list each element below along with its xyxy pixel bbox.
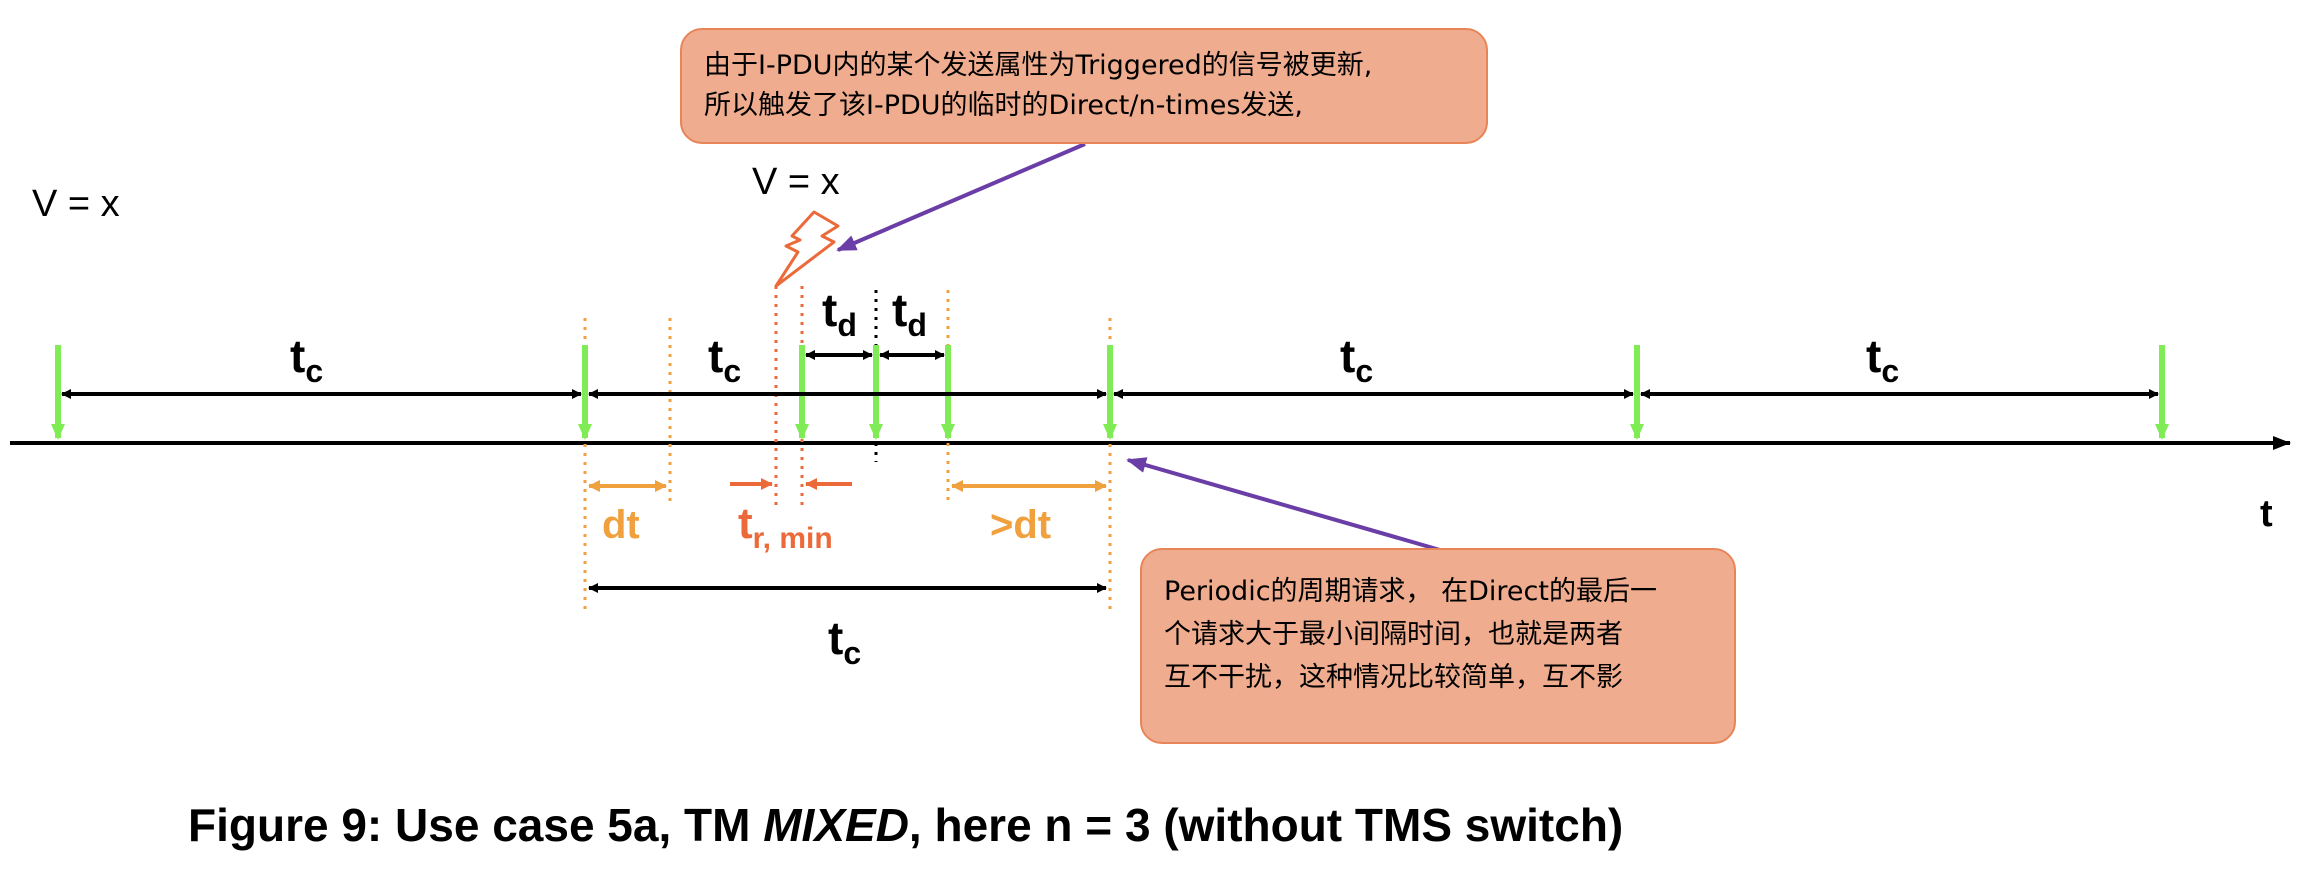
callout-line: 所以触发了该I-PDU的临时的Direct/n-times发送, <box>704 90 1303 121</box>
tc-label: tc <box>708 330 741 389</box>
trigger-explanation-callout: 由于I-PDU内的某个发送属性为Triggered的信号被更新, 所以触发了该I… <box>680 28 1488 144</box>
caption-after: , here n = 3 (without TMS switch) <box>908 799 1624 851</box>
callout-line: Periodic的周期请求， 在Direct的最后一 <box>1164 576 1657 607</box>
time-axis-label: t <box>2260 493 2273 535</box>
value-label-left: V = x <box>32 183 120 225</box>
gt-dt-label: >dt <box>990 503 1051 547</box>
tr-min-label: tr, min <box>738 499 833 555</box>
caption-italic: MIXED <box>763 799 909 851</box>
td-label: td <box>892 284 927 343</box>
callout-line: 互不干扰，这种情况比较简单，互不影 <box>1164 662 1623 693</box>
caption-before: Figure 9: Use case 5a, TM <box>188 799 764 851</box>
tc-label: tc <box>1340 330 1373 389</box>
dt-label: dt <box>602 503 640 547</box>
value-label-trigger: V = x <box>752 161 840 203</box>
callout-bottom-pointer <box>1126 457 1441 552</box>
periodic-explanation-callout: Periodic的周期请求， 在Direct的最后一 个请求大于最小间隔时间，也… <box>1140 548 1736 744</box>
lightning-bolt-icon <box>774 210 840 288</box>
tc-label: tc <box>290 330 323 389</box>
tc-label: tc <box>1866 330 1899 389</box>
callout-line: 个请求大于最小间隔时间，也就是两者 <box>1164 619 1623 650</box>
figure-caption: Figure 9: Use case 5a, TM MIXED, here n … <box>188 798 1623 852</box>
td-label: td <box>822 284 857 343</box>
tc-label: tc <box>828 612 861 671</box>
callout-top-pointer <box>836 142 1086 252</box>
callout-line: 由于I-PDU内的某个发送属性为Triggered的信号被更新, <box>704 50 1373 81</box>
